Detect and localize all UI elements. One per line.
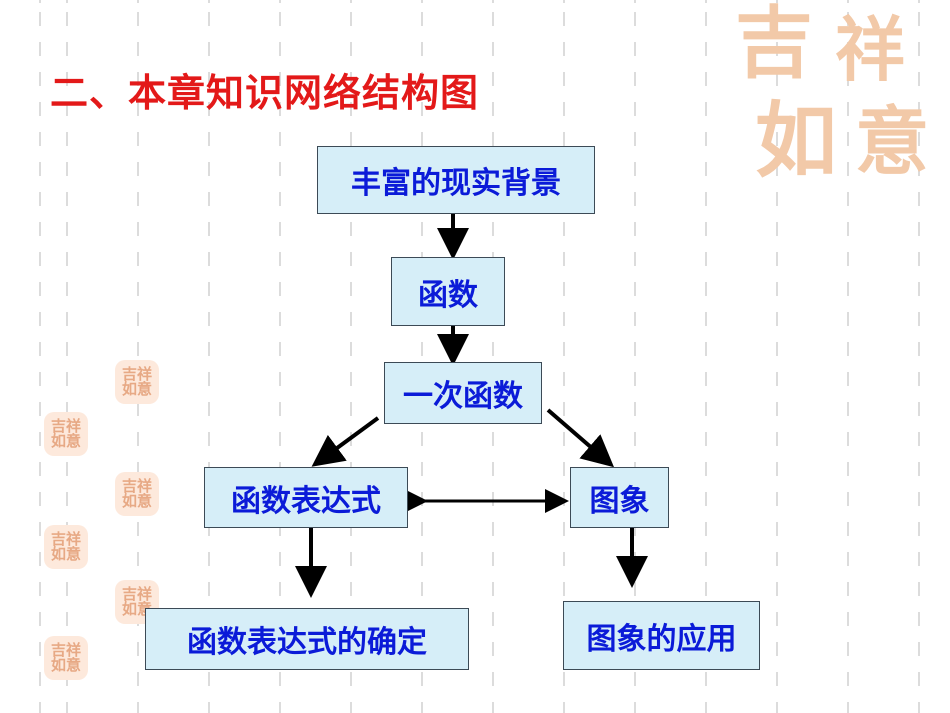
node-linear-function: 一次函数 <box>384 362 542 424</box>
node-graph: 图象 <box>570 467 669 528</box>
small-seal-decoration: 吉祥如意 <box>115 360 159 404</box>
node-function: 函数 <box>391 257 505 326</box>
node-expression-determination: 函数表达式的确定 <box>145 608 469 670</box>
arrow-linear-to-expression <box>311 416 380 467</box>
small-seal-decoration: 吉祥如意 <box>44 636 88 680</box>
small-seal-decoration: 吉祥如意 <box>115 472 159 516</box>
node-function-expression: 函数表达式 <box>204 467 408 528</box>
node-real-background: 丰富的现实背景 <box>317 146 595 214</box>
large-seal-decoration: 吉 祥 如 意 <box>735 0 929 189</box>
small-seal-decoration: 吉祥如意 <box>44 525 88 569</box>
small-seal-decoration: 吉祥如意 <box>44 412 88 456</box>
page-title: 二、本章知识网络结构图 <box>50 71 480 115</box>
arrow-linear-to-graph <box>546 408 615 468</box>
node-graph-application: 图象的应用 <box>563 601 760 670</box>
